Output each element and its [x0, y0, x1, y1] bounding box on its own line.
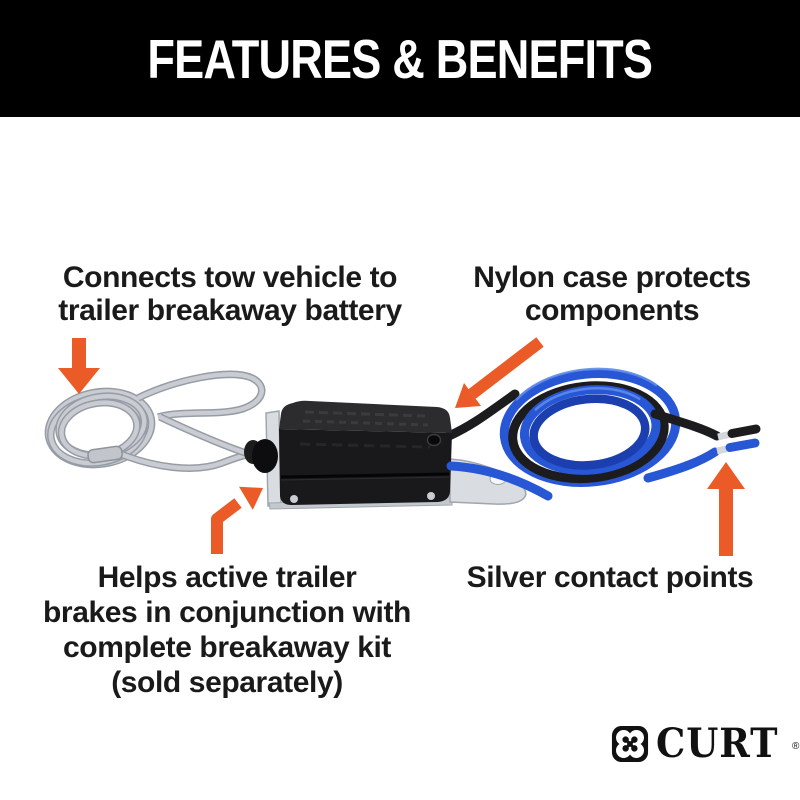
callout-nylon-case: Nylon case protects components	[473, 261, 751, 327]
up-arrow-icon	[707, 462, 745, 556]
diagonal-arrow-icon	[455, 337, 544, 408]
wire-coil	[499, 367, 681, 487]
switch-case	[279, 400, 452, 505]
bent-arrow-icon	[211, 486, 263, 554]
steel-lanyard-cable	[44, 370, 266, 472]
down-arrow-icon	[58, 338, 100, 394]
case-screw	[427, 492, 435, 500]
case-hole	[426, 433, 442, 447]
callout-trailer-brakes: Helps active trailer brakes in conjuncti…	[43, 561, 411, 699]
callout-tow-cable: Connects tow vehicle to trailer breakawa…	[58, 261, 402, 327]
brand-logo: CURT ®	[611, 720, 800, 767]
page-title: FEATURES & BENEFITS	[147, 27, 654, 90]
registered-mark: ®	[792, 740, 800, 752]
contact-tips	[643, 409, 761, 483]
cable-ferrule	[87, 445, 123, 464]
annotation-arrows	[58, 337, 745, 556]
case-screw	[290, 495, 298, 503]
cable-pin-grommet	[244, 439, 278, 473]
curt-logo-icon	[611, 725, 649, 763]
callout-contact-points: Silver contact points	[466, 561, 754, 594]
header-banner: FEATURES & BENEFITS	[0, 0, 800, 117]
brand-name: CURT	[656, 720, 779, 767]
